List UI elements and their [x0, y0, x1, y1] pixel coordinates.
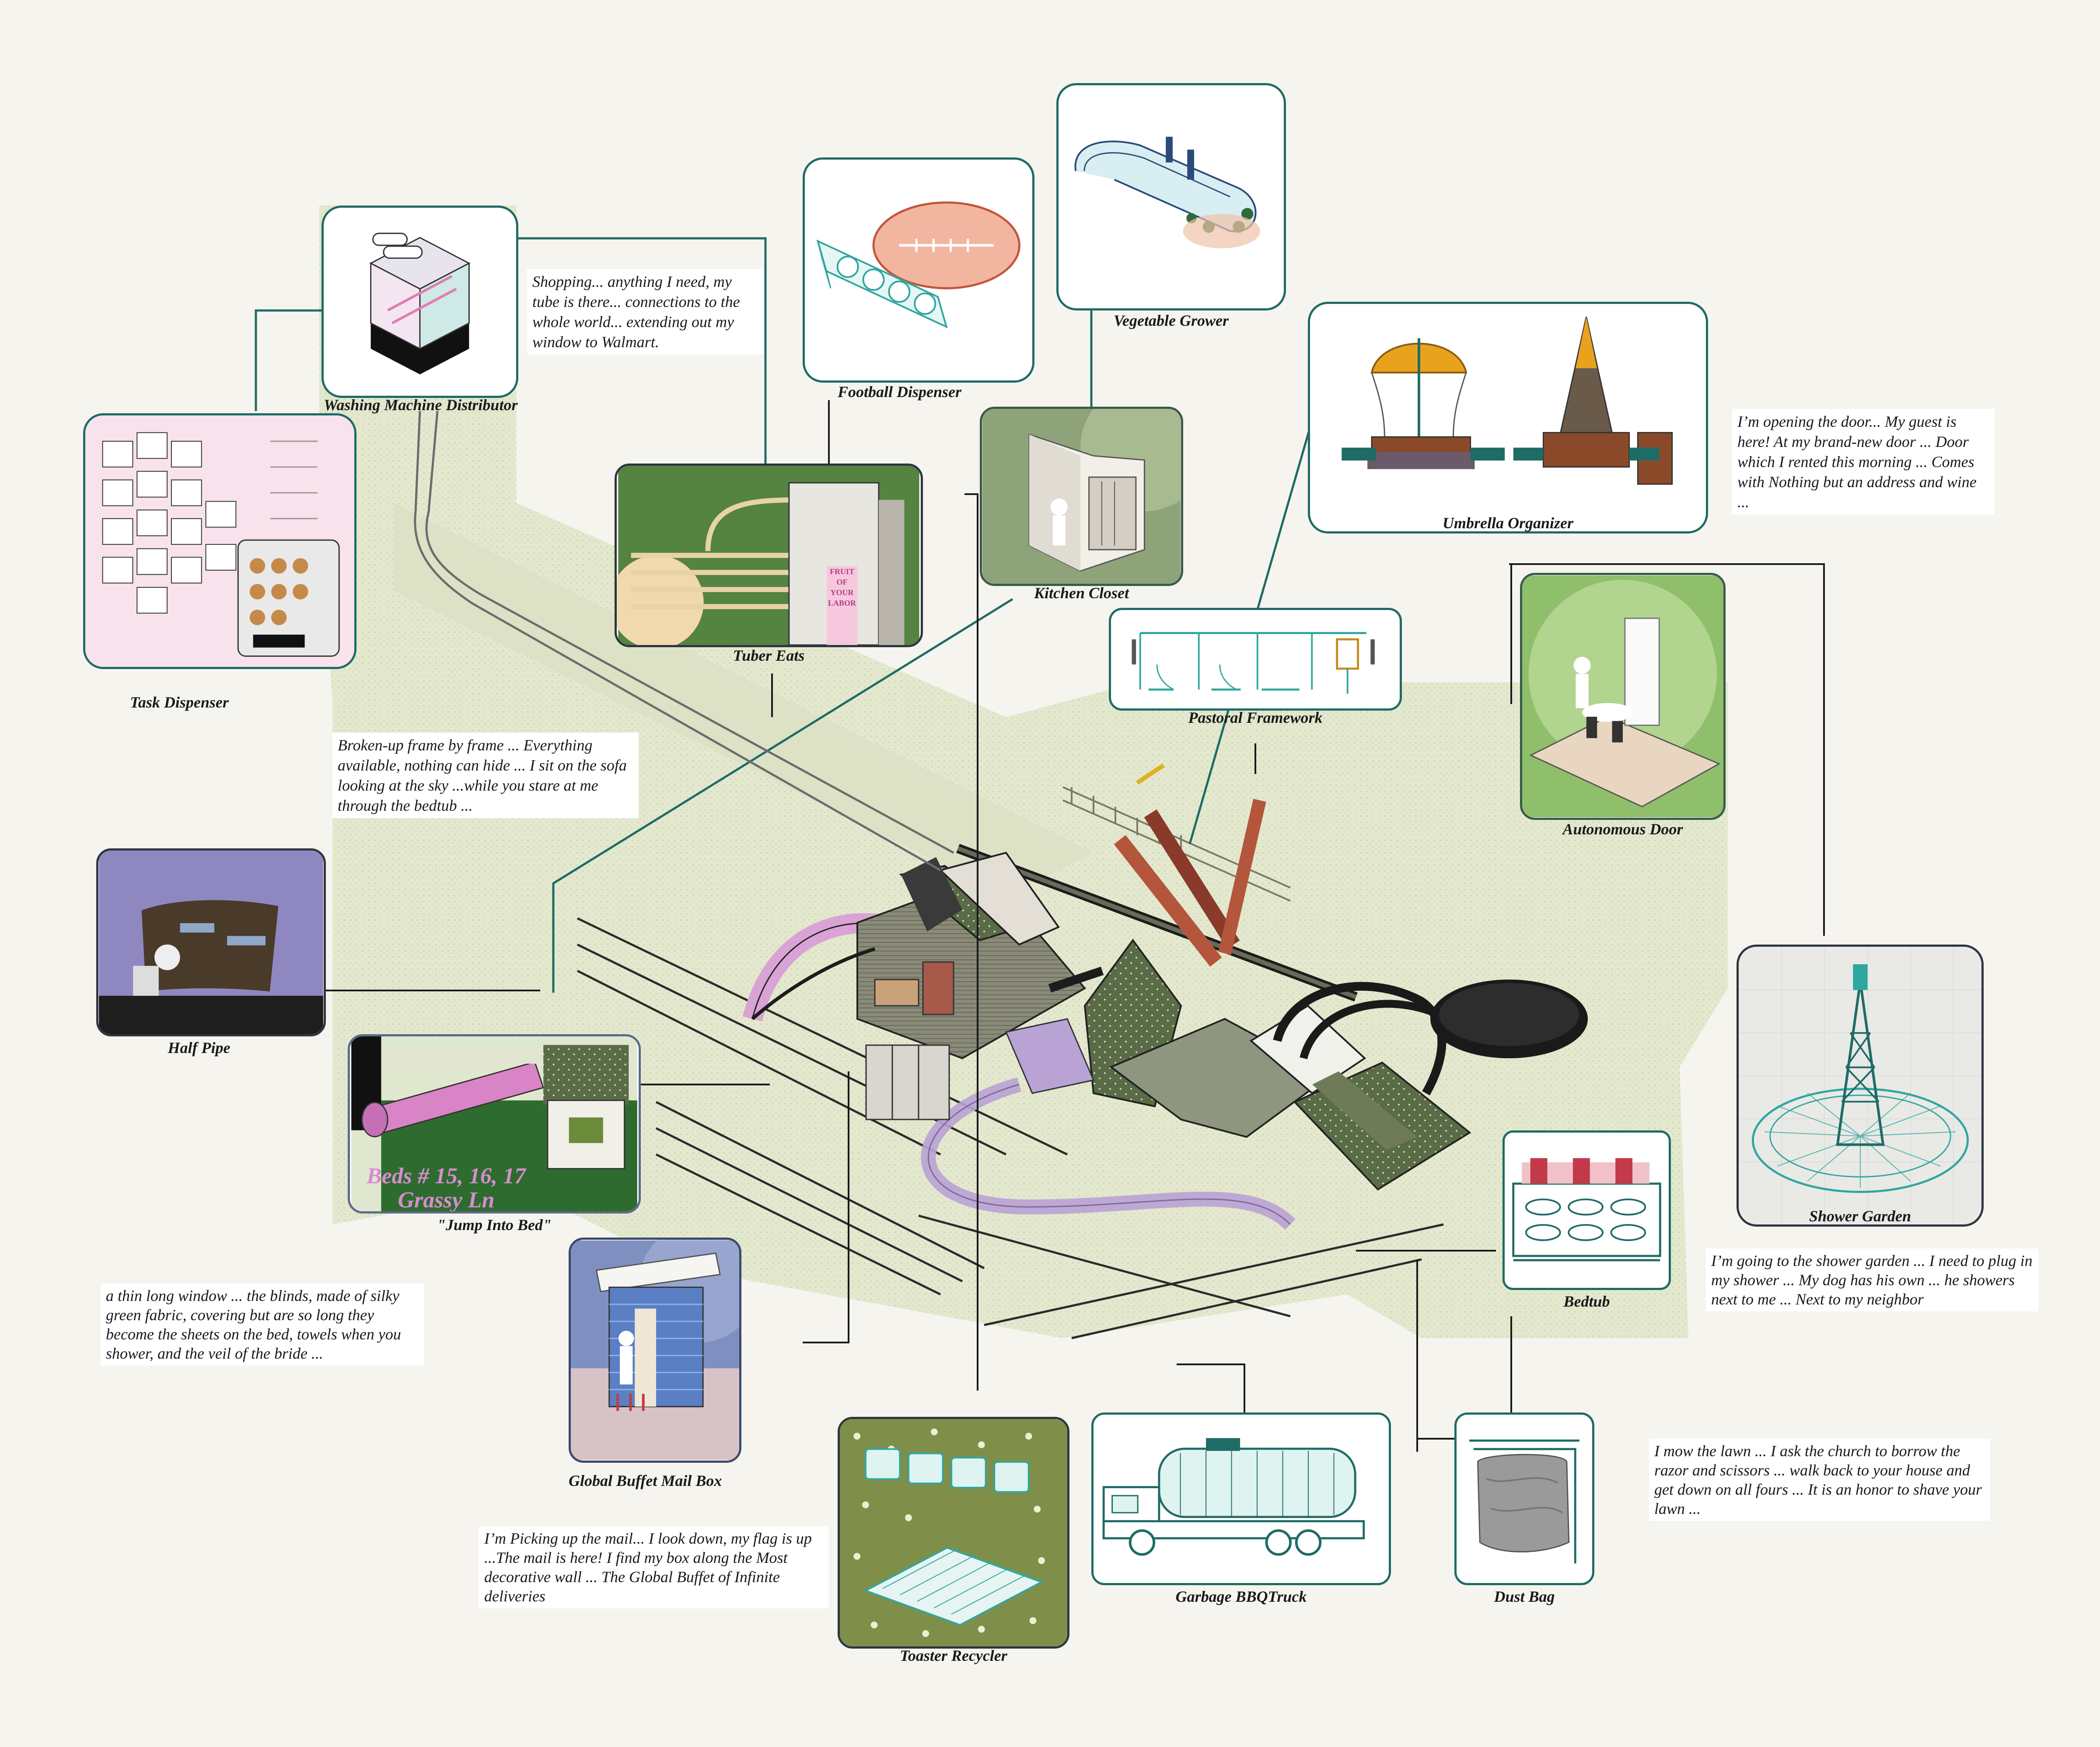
dust-bag-caption: Dust Bag	[1494, 1588, 1555, 1605]
tuber-eats-caption: Tuber Eats	[733, 647, 805, 664]
task-dispenser-card[interactable]	[83, 413, 356, 669]
washing-machine-distributor-caption: Washing Machine Distributor	[324, 396, 518, 414]
house-axonometric	[742, 763, 1588, 1191]
note-broken-frame: Broken-up frame by frame ... Everything …	[332, 732, 639, 818]
global-buffet-mail-box-caption: Global Buffet Mail Box	[569, 1472, 722, 1489]
bedtub-card[interactable]	[1502, 1130, 1671, 1290]
bedtub-caption: Bedtub	[1563, 1293, 1610, 1310]
road-lines	[577, 917, 1444, 1339]
note-window: a thin long window ... the blinds, made …	[101, 1283, 424, 1366]
fruit-of-your-labor-tag: FRUIT OF YOUR LABOR	[827, 566, 857, 645]
vegetable-grower-illustration	[1074, 136, 1261, 248]
umbrella-organizer-card[interactable]	[1308, 302, 1708, 534]
umbrella-organizer-illustration	[1342, 317, 1673, 485]
vegetable-grower-card[interactable]	[1056, 83, 1286, 310]
shower-garden-caption: Shower Garden	[1809, 1207, 1911, 1225]
note-shower: I’m going to the shower garden ... I nee…	[1706, 1248, 2038, 1311]
jump-into-bed-card[interactable]: Beds # 15, 16, 17 Grassy Ln	[348, 1034, 641, 1213]
connector-line-lightgray	[414, 411, 954, 872]
kitchen-closet-card[interactable]	[980, 407, 1183, 586]
bedtub-illustration	[1512, 1158, 1661, 1262]
kitchen-closet-caption: Kitchen Closet	[1034, 584, 1129, 602]
toaster-recycler-caption: Toaster Recycler	[900, 1647, 1007, 1664]
half-pipe-card[interactable]	[96, 848, 326, 1036]
toaster-recycler-illustration	[840, 1419, 1067, 1646]
beds-address-line-2: Grassy Ln	[398, 1188, 495, 1213]
lawn-area	[319, 206, 1728, 1338]
half-pipe-caption: Half Pipe	[168, 1039, 231, 1057]
umbrella-organizer-caption: Umbrella Organizer	[1442, 514, 1574, 532]
football-dispenser-card[interactable]	[803, 157, 1034, 383]
global-buffet-mail-box-card[interactable]	[569, 1238, 741, 1463]
global-buffet-mail-box-illustration	[571, 1240, 739, 1460]
pastoral-framework-illustration	[1132, 632, 1375, 694]
toaster-recycler-card[interactable]	[838, 1417, 1069, 1649]
kitchen-closet-illustration	[982, 409, 1181, 584]
garbage-bbq-truck-card[interactable]	[1091, 1412, 1391, 1585]
task-dispenser-illustration	[85, 415, 354, 667]
football-dispenser-illustration	[816, 201, 1020, 329]
dust-bag-illustration	[1469, 1439, 1579, 1564]
task-dispenser-caption: Task Dispenser	[130, 694, 229, 711]
garbage-bbq-truck-caption: Garbage BBQTruck	[1175, 1588, 1307, 1605]
note-lawn: I mow the lawn ... I ask the church to b…	[1649, 1439, 1990, 1521]
shower-garden-illustration	[1739, 947, 1981, 1224]
pastoral-framework-card[interactable]	[1109, 608, 1402, 711]
jump-into-bed-illustration	[351, 1036, 637, 1211]
beds-address-line-1: Beds # 15, 16, 17	[367, 1164, 526, 1189]
tuber-eats-card[interactable]: FRUIT OF YOUR LABOR	[615, 464, 923, 647]
football-dispenser-caption: Football Dispenser	[838, 383, 962, 401]
pastoral-framework-caption: Pastoral Framework	[1188, 709, 1323, 726]
half-pipe-illustration	[99, 851, 323, 1034]
autonomous-door-caption: Autonomous Door	[1562, 820, 1683, 838]
dust-bag-card[interactable]	[1454, 1412, 1594, 1585]
note-shopping: Shopping... anything I need, my tube is …	[527, 269, 763, 355]
autonomous-door-illustration	[1522, 575, 1723, 817]
note-mail: I’m Picking up the mail... I look down, …	[479, 1526, 829, 1608]
washing-machine-illustration	[369, 233, 471, 375]
vegetable-grower-caption: Vegetable Grower	[1114, 312, 1229, 329]
jump-into-bed-caption: "Jump Into Bed"	[437, 1216, 552, 1234]
garbage-bbq-truck-illustration	[1102, 1438, 1365, 1556]
tuber-eats-illustration	[617, 466, 919, 645]
autonomous-door-card[interactable]	[1520, 573, 1726, 820]
washing-machine-distributor-card[interactable]	[321, 206, 518, 398]
note-door: I’m opening the door... My guest is here…	[1732, 409, 1995, 515]
shower-garden-card[interactable]	[1737, 945, 1984, 1227]
